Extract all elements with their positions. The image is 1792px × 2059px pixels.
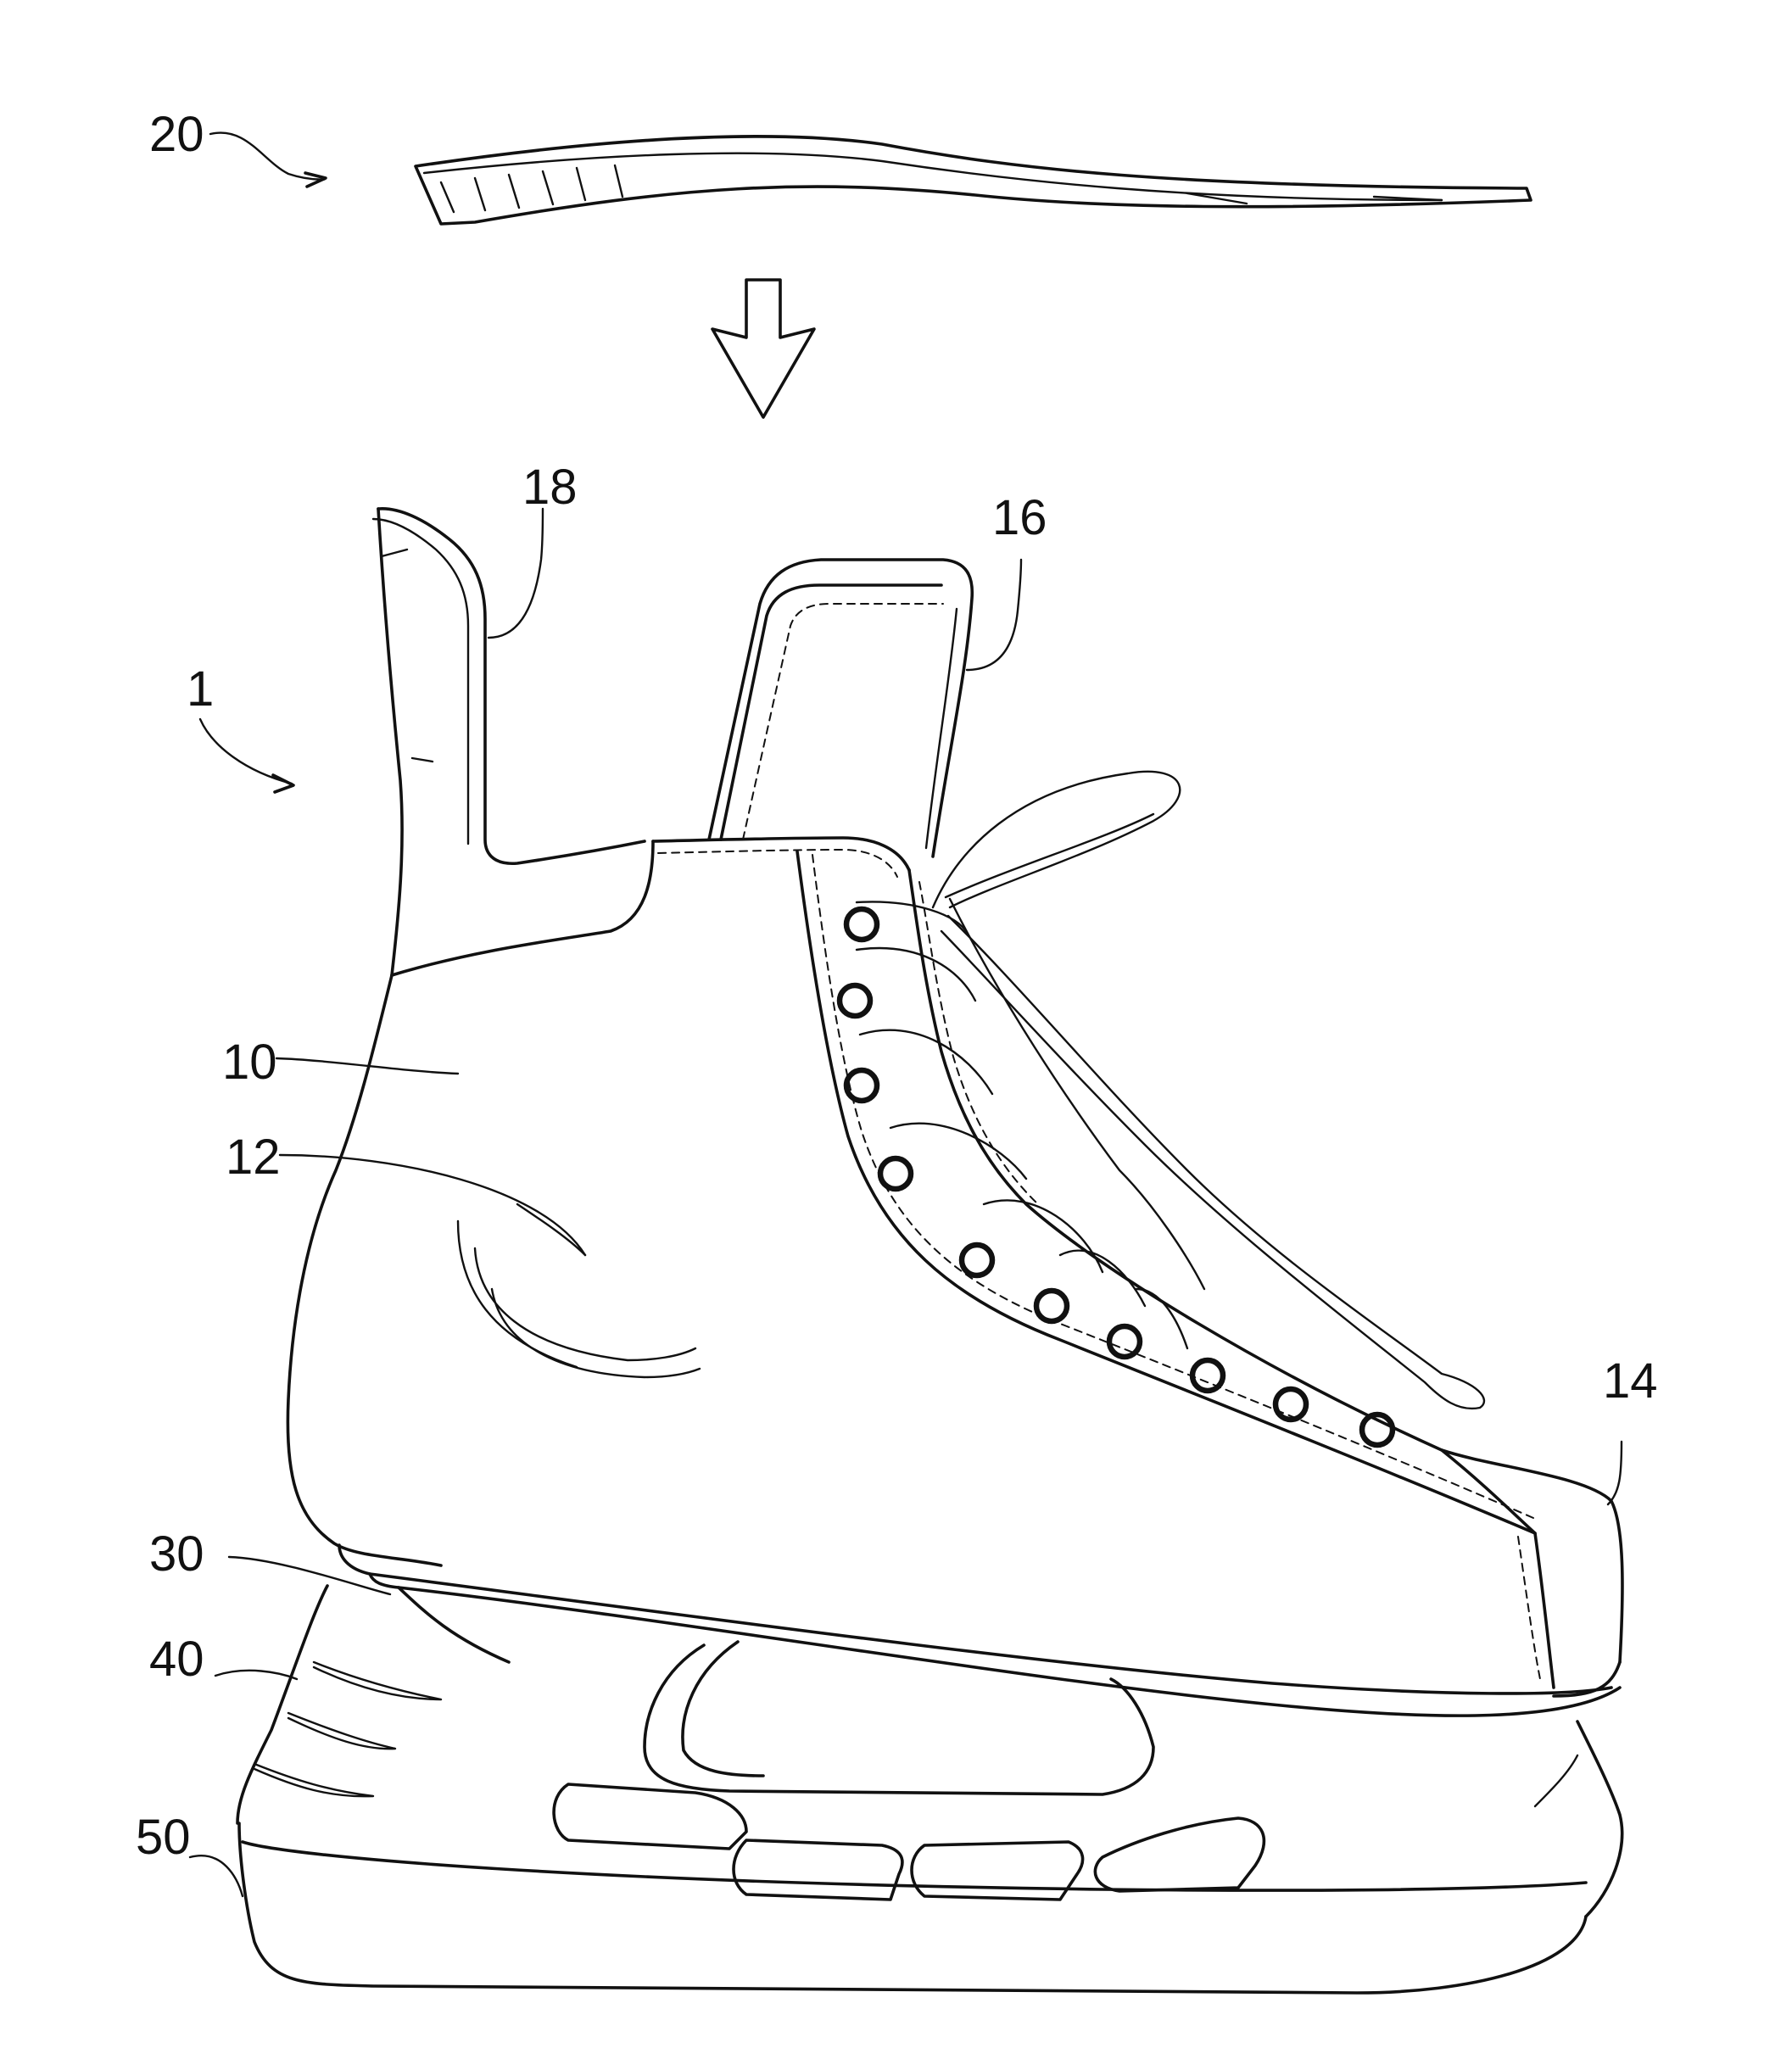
skate: [237, 509, 1622, 1993]
laces: [857, 772, 1484, 1409]
boot-upper: [288, 838, 1622, 1696]
label-40: 40: [149, 1632, 204, 1687]
leader-lines: [190, 132, 1622, 1896]
label-20: 20: [149, 107, 204, 162]
reference-labels: 20 1 18 16 10 12 14 30 40 50: [136, 107, 1658, 1865]
down-arrow: [712, 280, 814, 417]
tongue: [709, 560, 972, 857]
label-30: 30: [149, 1526, 204, 1582]
tendon-guard: [373, 509, 653, 975]
label-50: 50: [136, 1810, 191, 1865]
label-16: 16: [992, 490, 1047, 545]
blade-holder: [237, 1586, 1622, 1917]
label-12: 12: [226, 1130, 281, 1185]
outsole: [339, 1545, 1620, 1716]
insole: [416, 137, 1531, 224]
eyelets: [840, 909, 1393, 1445]
label-18: 18: [522, 460, 578, 515]
label-10: 10: [222, 1035, 277, 1090]
label-14: 14: [1603, 1353, 1658, 1409]
blade-runner: [239, 1823, 1586, 1993]
label-1: 1: [187, 661, 214, 717]
